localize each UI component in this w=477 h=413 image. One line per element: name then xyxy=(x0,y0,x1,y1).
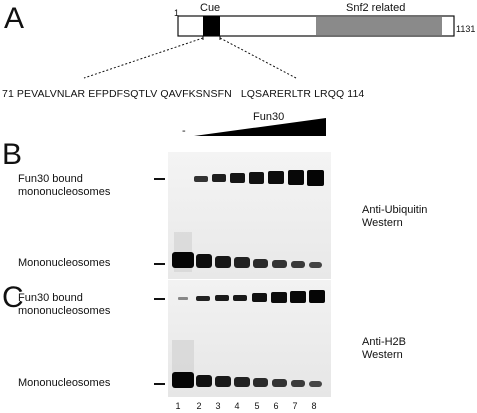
sequence-start: 71 xyxy=(2,88,14,100)
sequence-group-2: EFPDFSQTLV xyxy=(88,88,158,100)
domain-map-diagram xyxy=(83,15,455,79)
sequence-line: 71 PEVALVNLAR EFPDFSQTLV QAVFKSNSFN LQSA… xyxy=(2,88,364,100)
sequence-group-1: PEVALVNLAR xyxy=(16,88,86,100)
lane-number: 1 xyxy=(175,401,181,411)
blot-c-top-band-label: Fun30 bound mononucleosomes xyxy=(18,292,111,317)
zoom-line-right xyxy=(219,37,297,79)
titration-label: Fun30 xyxy=(253,111,285,123)
blot-c-image xyxy=(168,280,331,397)
sequence-group-4: LQSARERLTR xyxy=(240,88,312,100)
domain-end-label: 1131 xyxy=(456,24,476,34)
blot-c-bottom-tick xyxy=(154,383,165,385)
lane-number: 5 xyxy=(254,401,260,411)
zoom-line-left xyxy=(83,37,204,79)
panel-label-c: C xyxy=(2,281,24,314)
lane-number: 6 xyxy=(273,401,279,411)
minus-label: - xyxy=(182,125,186,137)
blot-b-bottom-tick xyxy=(154,263,165,265)
sequence-group-5: LRQQ xyxy=(314,88,345,100)
titration-wedge xyxy=(194,118,326,136)
blot-b-top-band-label: Fun30 bound mononucleosomes xyxy=(18,173,111,198)
lane-number: 2 xyxy=(196,401,202,411)
blot-c-top-tick xyxy=(154,298,165,300)
sequence-end: 114 xyxy=(347,88,365,100)
panel-label-a: A xyxy=(4,2,25,35)
sequence-group-3: QAVFKSNSFN xyxy=(160,88,232,100)
lane-number: 4 xyxy=(234,401,240,411)
panel-label-b: B xyxy=(2,138,23,171)
cue-domain-label: Cue xyxy=(200,2,221,14)
blot-c-bottom-band-label: Mononucleosomes xyxy=(18,377,111,389)
blot-b-top-tick xyxy=(154,178,165,180)
blot-b-image xyxy=(168,152,331,279)
domain-start-label: 1 xyxy=(174,8,180,18)
lane-number: 8 xyxy=(311,401,317,411)
snf2-domain-box xyxy=(316,17,442,35)
lane-number: 3 xyxy=(215,401,221,411)
lane-number: 7 xyxy=(292,401,298,411)
blot-b-antibody-label: Anti-Ubiquitin Western xyxy=(362,204,428,229)
snf2-domain-label: Snf2 related xyxy=(346,2,406,14)
blot-c-antibody-label: Anti-H2B Western xyxy=(362,336,407,361)
cue-domain-box xyxy=(203,16,220,36)
blot-b-bottom-band-label: Mononucleosomes xyxy=(18,257,111,269)
